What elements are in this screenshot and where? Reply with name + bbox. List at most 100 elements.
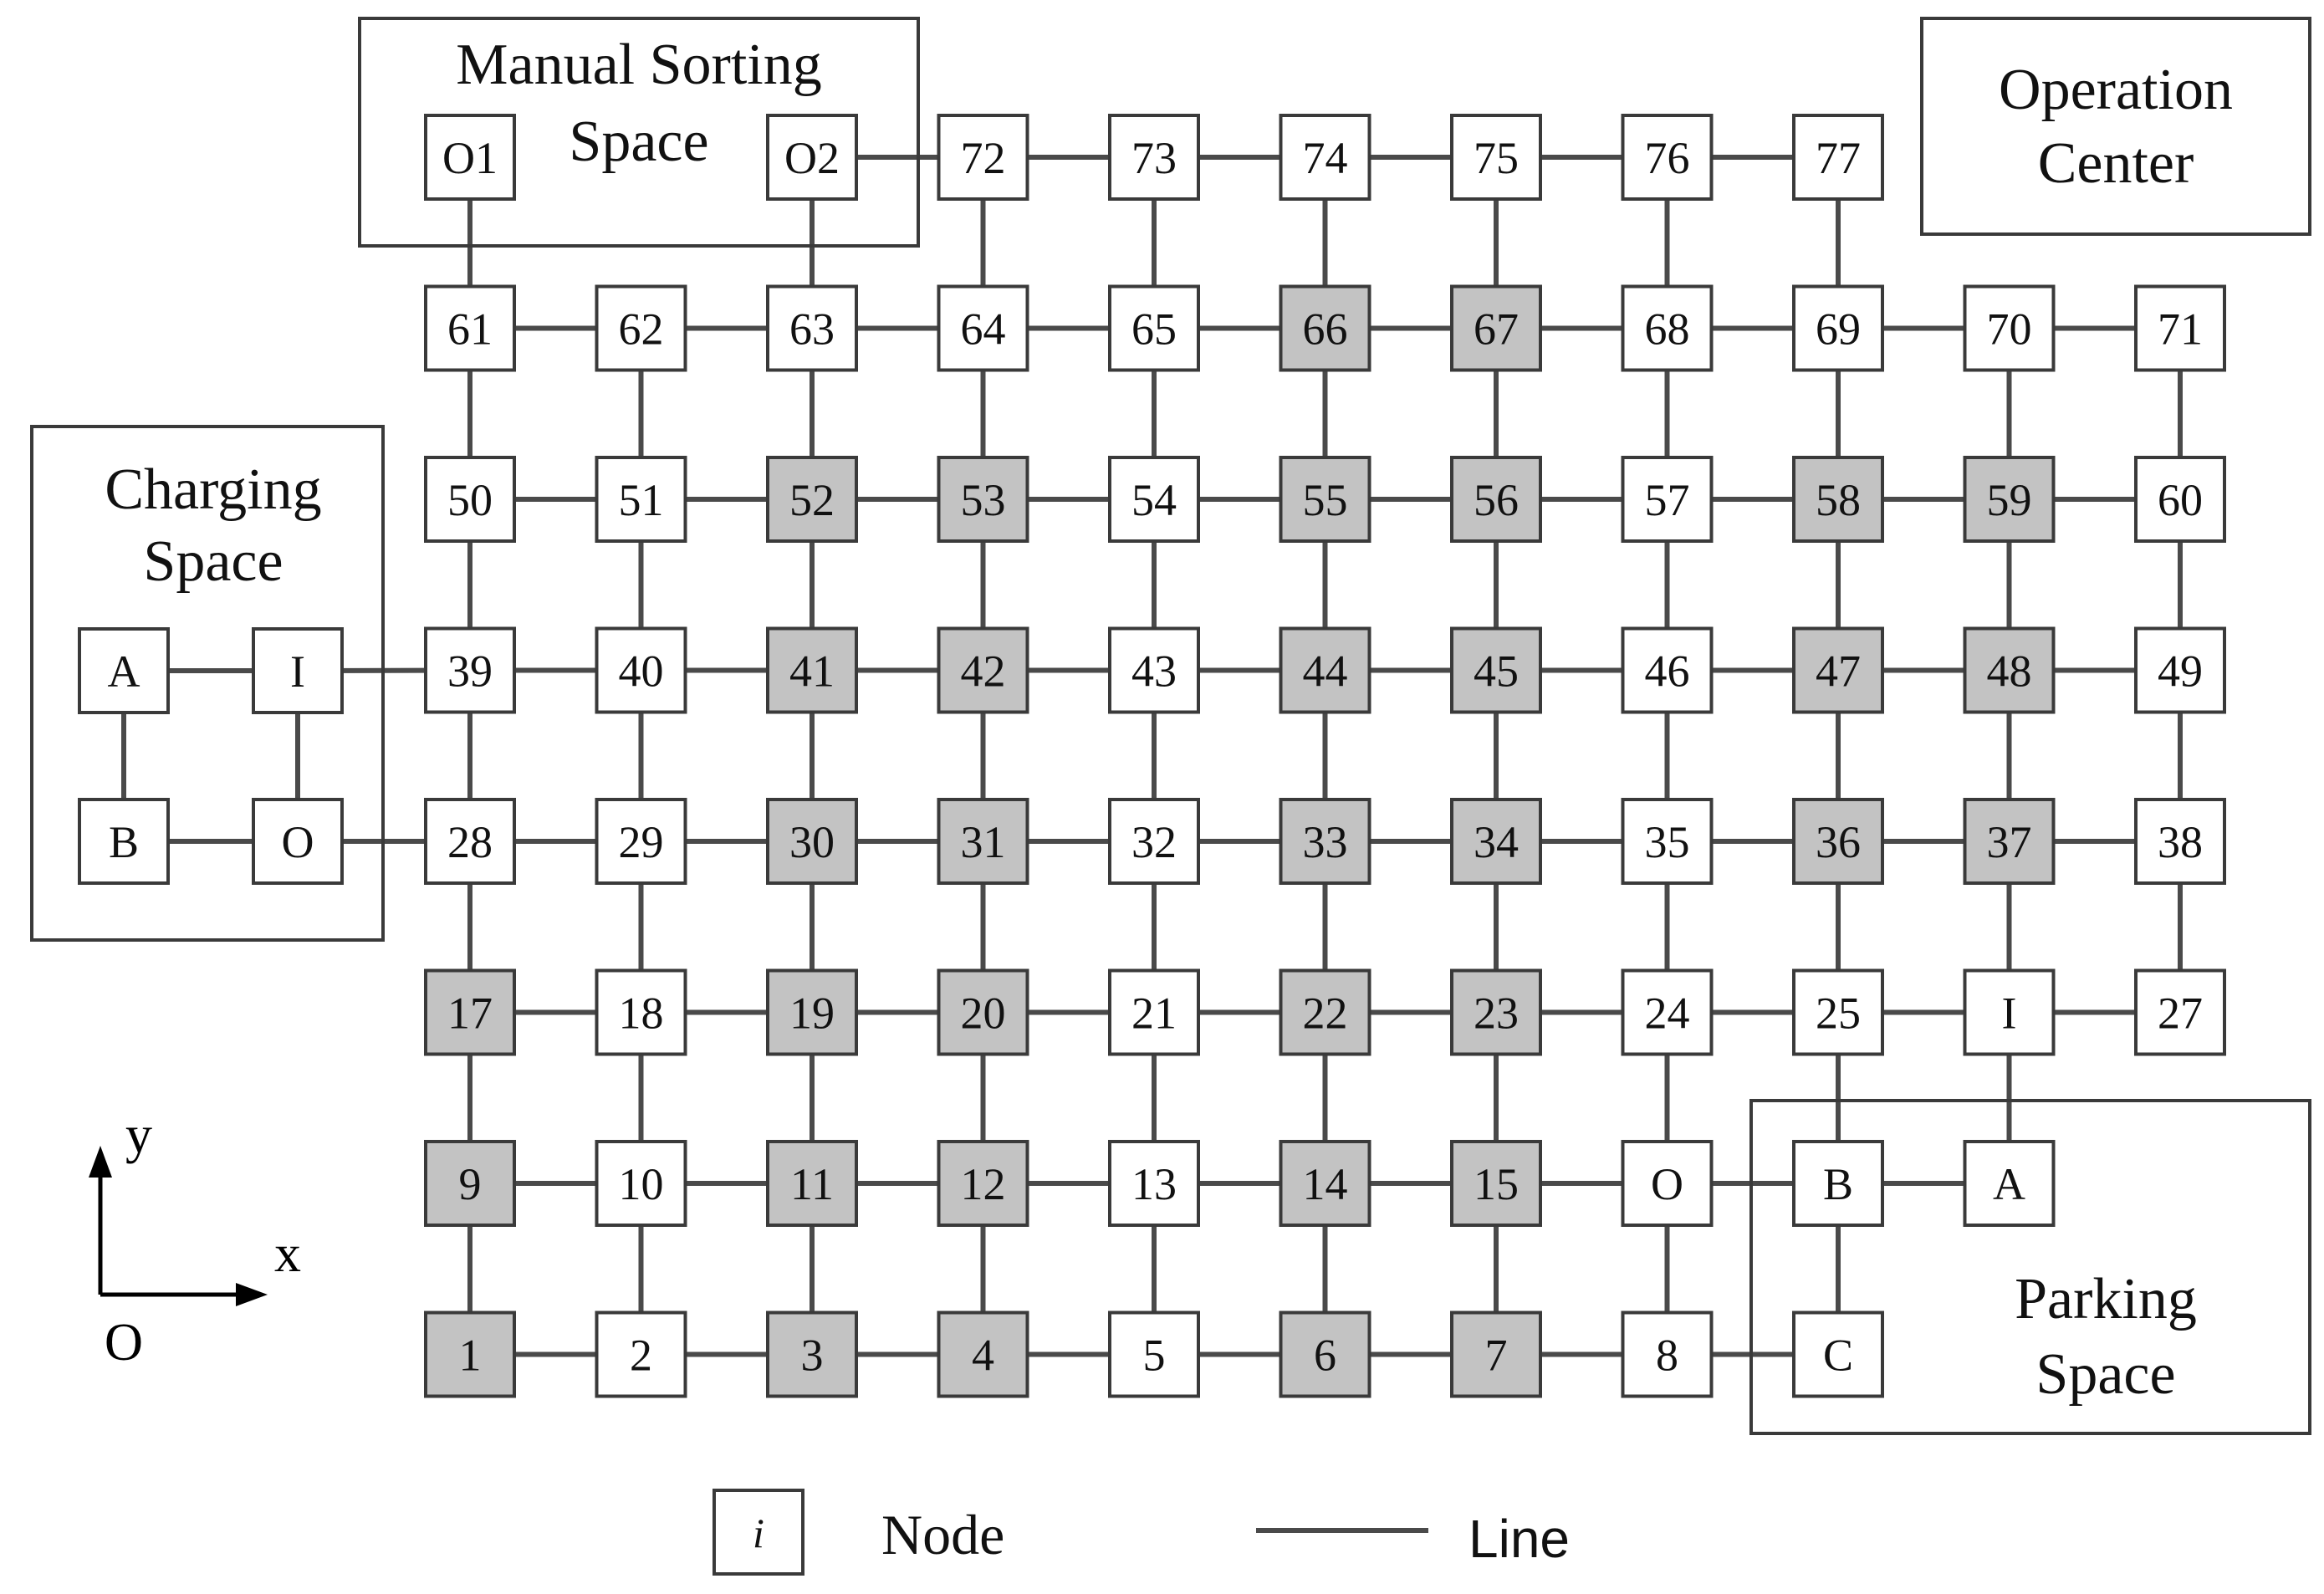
node-box	[766, 798, 858, 885]
node-28: 28	[424, 798, 516, 885]
parking-space-title-line1: Parking	[2015, 1267, 2197, 1331]
operation-center-title-line1: Operation	[1999, 58, 2233, 122]
node-label: 55	[1303, 475, 1348, 525]
node-box	[1792, 456, 1884, 543]
node-box	[1792, 968, 1884, 1056]
node-76: 76	[1621, 114, 1714, 201]
node-box	[1963, 284, 2056, 372]
node-box	[1621, 1140, 1714, 1227]
node-I: I	[1963, 968, 2056, 1056]
x-axis-arrowhead	[236, 1283, 268, 1306]
parking-space-title-line2: Space	[2035, 1342, 2175, 1407]
node-box	[1621, 626, 1714, 714]
node-63: 63	[766, 284, 858, 372]
node-box	[2134, 456, 2226, 543]
node-label: I	[2002, 989, 2017, 1039]
node-box	[937, 1140, 1029, 1227]
node-4: 4	[937, 1310, 1029, 1398]
node-22: 22	[1279, 968, 1371, 1056]
y-axis-label: y	[125, 1105, 152, 1164]
node-label: 14	[1303, 1159, 1348, 1209]
node-label: 71	[2158, 304, 2203, 355]
node-label: 51	[619, 475, 664, 525]
node-label: 67	[1474, 304, 1519, 355]
node-label: 53	[961, 475, 1006, 525]
node-25: 25	[1792, 968, 1884, 1056]
node-label: 57	[1645, 475, 1690, 525]
node-label: 61	[447, 304, 493, 355]
node-54: 54	[1108, 456, 1200, 543]
node-label: 64	[961, 304, 1006, 355]
node-12: 12	[937, 1140, 1029, 1227]
node-label: 56	[1474, 475, 1519, 525]
node-24: 24	[1621, 968, 1714, 1056]
node-10: 10	[595, 1140, 687, 1227]
node-label: 62	[619, 304, 664, 355]
charging-node-O: O	[252, 798, 344, 885]
node-47: 47	[1792, 626, 1884, 714]
node-label: 12	[961, 1159, 1006, 1209]
node-label: O1	[442, 133, 498, 183]
charging-space-title-line2: Space	[143, 529, 283, 594]
node-box	[424, 1310, 516, 1398]
node-box	[1621, 968, 1714, 1056]
charging-space-box	[30, 425, 385, 942]
node-label: O	[282, 817, 314, 867]
node-box	[1963, 798, 2056, 885]
node-55: 55	[1279, 456, 1371, 543]
node-label: 27	[2158, 989, 2203, 1039]
node-64: 64	[937, 284, 1029, 372]
node-57: 57	[1621, 456, 1714, 543]
node-label: 2	[630, 1331, 652, 1381]
node-A: A	[1963, 1140, 2056, 1227]
node-box	[1279, 114, 1371, 201]
axis-indicator: y x O	[89, 1105, 301, 1372]
node-box	[2134, 968, 2226, 1056]
node-61: 61	[424, 284, 516, 372]
node-label: 13	[1131, 1159, 1177, 1209]
node-label: 54	[1131, 475, 1177, 525]
legend: i Node Line	[713, 1489, 1570, 1576]
node-71: 71	[2134, 284, 2226, 372]
charging-node-A: A	[78, 627, 170, 714]
node-36: 36	[1792, 798, 1884, 885]
node-box	[1621, 798, 1714, 885]
node-box	[937, 456, 1029, 543]
node-14: 14	[1279, 1140, 1371, 1227]
node-box	[1792, 798, 1884, 885]
node-label: 75	[1474, 133, 1519, 183]
node-label: 58	[1816, 475, 1861, 525]
node-label: 23	[1474, 989, 1519, 1039]
node-53: 53	[937, 456, 1029, 543]
node-label: 37	[1987, 817, 2032, 867]
node-box	[1450, 1140, 1542, 1227]
node-label: 31	[961, 817, 1006, 867]
origin-label: O	[105, 1312, 143, 1372]
node-label: 43	[1131, 646, 1177, 697]
node-77: 77	[1792, 114, 1884, 201]
node-label: 36	[1816, 817, 1861, 867]
node-box	[1108, 1310, 1200, 1398]
node-44: 44	[1279, 626, 1371, 714]
node-O1: O1	[424, 114, 516, 201]
node-label: 10	[619, 1159, 664, 1209]
node-75: 75	[1450, 114, 1542, 201]
node-box	[424, 798, 516, 885]
node-box	[252, 627, 344, 714]
node-11: 11	[766, 1140, 858, 1227]
node-label: 15	[1474, 1159, 1519, 1209]
node-box	[1450, 284, 1542, 372]
node-box	[595, 284, 687, 372]
node-O: O	[1621, 1140, 1714, 1227]
node-box	[1963, 626, 2056, 714]
node-box	[1108, 798, 1200, 885]
node-label: 69	[1816, 304, 1861, 355]
manual-sorting-space-title-line2: Space	[569, 110, 708, 174]
node-box	[766, 284, 858, 372]
node-65: 65	[1108, 284, 1200, 372]
node-box	[1108, 968, 1200, 1056]
node-box	[937, 284, 1029, 372]
x-axis-label: x	[274, 1224, 301, 1283]
node-label: 65	[1131, 304, 1177, 355]
